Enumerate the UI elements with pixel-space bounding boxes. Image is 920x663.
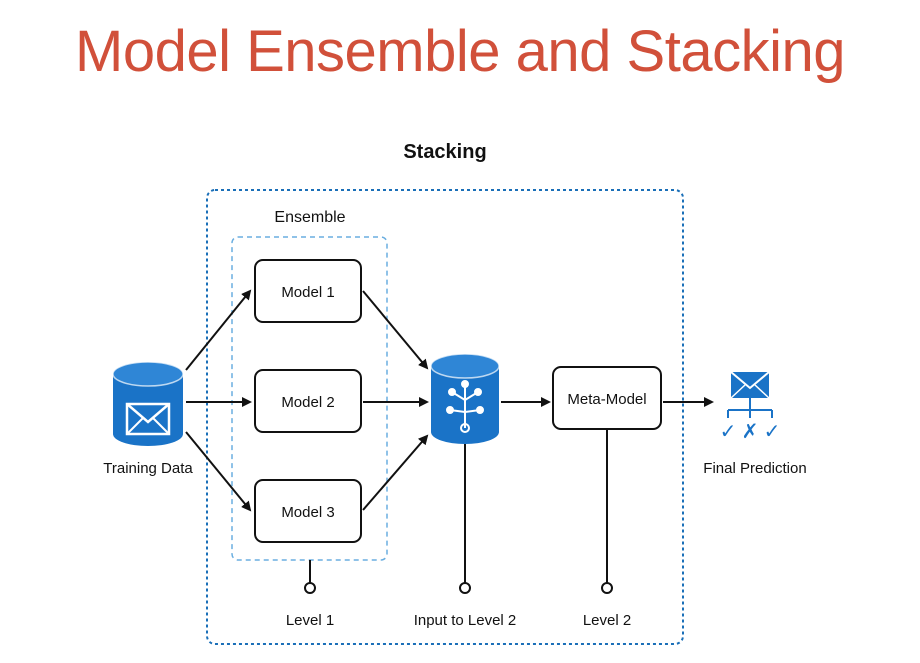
model-2-label: Model 2	[281, 394, 334, 411]
ensemble-label: Ensemble	[274, 209, 345, 226]
arrow-model-1-to-combiner	[362, 290, 429, 370]
model-1-label: Model 1	[281, 284, 334, 301]
arrow-data-to-model-1	[185, 289, 252, 371]
meta-model-box: Meta-Model	[552, 366, 662, 430]
arrow-data-to-model-3	[185, 431, 252, 512]
model-3-box: Model 3	[254, 479, 362, 543]
prediction-mark-2: ✗	[742, 419, 759, 443]
training-data-icon	[112, 361, 184, 446]
network-nodes-icon	[446, 380, 484, 433]
model-2-box: Model 2	[254, 369, 362, 433]
combiner-cylinder-icon	[430, 353, 500, 444]
meta-model-label: Meta-Model	[567, 391, 646, 408]
stacking-boundary	[206, 189, 684, 645]
envelope-icon	[125, 402, 171, 436]
envelope-icon	[730, 371, 770, 399]
level-2-label: Level 2	[583, 612, 631, 629]
level-2-indicator: Level 2	[583, 429, 631, 629]
model-3-label: Model 3	[281, 504, 334, 521]
final-prediction-label: Final Prediction	[703, 460, 806, 477]
input-level-2-indicator: Input to Level 2	[414, 444, 517, 629]
slide-title: Model Ensemble and Stacking	[75, 19, 845, 84]
prediction-mark-1: ✓	[720, 419, 737, 443]
level-1-label: Level 1	[286, 612, 334, 629]
input-level-2-label: Input to Level 2	[414, 612, 517, 629]
training-data-label: Training Data	[103, 460, 193, 477]
arrow-model-3-to-combiner	[362, 434, 429, 511]
level-1-indicator: Level 1	[286, 560, 334, 629]
prediction-mark-3: ✓	[764, 419, 781, 443]
model-1-box: Model 1	[254, 259, 362, 323]
final-prediction-icon: ✓ ✗ ✓	[720, 371, 781, 443]
stacking-label: Stacking	[403, 141, 486, 163]
